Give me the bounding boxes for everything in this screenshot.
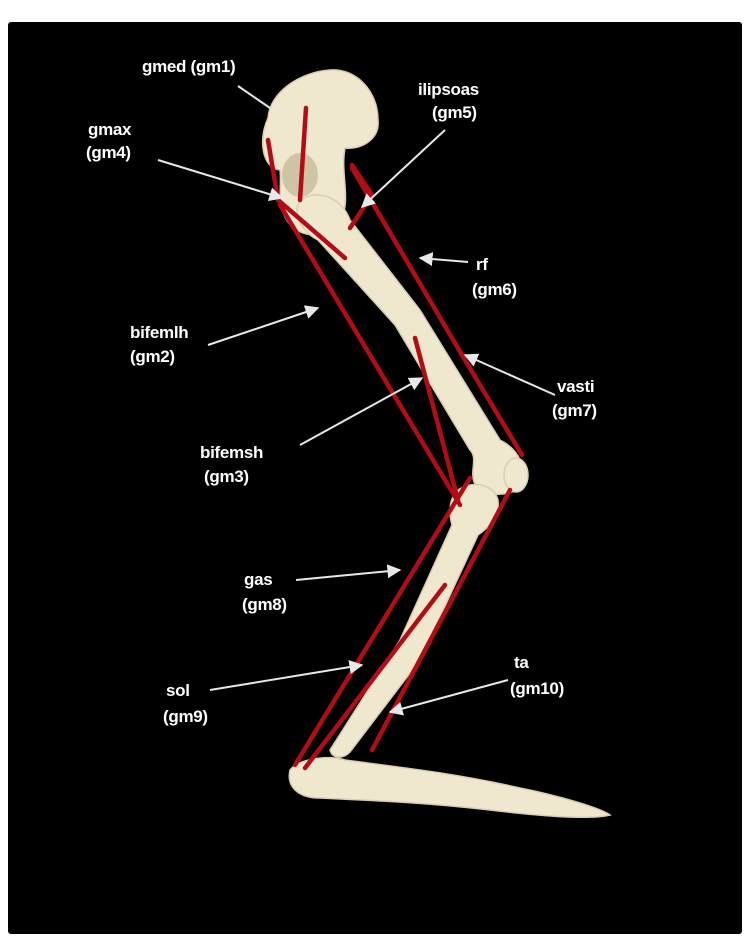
arrow-gas bbox=[296, 570, 400, 580]
arrow-rf bbox=[420, 258, 468, 262]
label-sol-name: sol bbox=[166, 681, 190, 700]
label-gmed: gmed (gm1) bbox=[142, 57, 235, 76]
arrow-bifemlh bbox=[208, 308, 318, 345]
label-vasti-name: vasti bbox=[557, 377, 594, 396]
label-gas-code: (gm8) bbox=[242, 595, 287, 614]
label-gmax-code: (gm4) bbox=[86, 143, 131, 162]
femur-bone bbox=[297, 195, 523, 494]
patella-bone bbox=[504, 458, 528, 492]
label-bifemsh-code: (gm3) bbox=[204, 467, 249, 486]
label-ta-code: (gm10) bbox=[510, 679, 564, 698]
label-bifemsh-name: bifemsh bbox=[200, 443, 263, 462]
label-iliopsoas-name: ilipsoas bbox=[418, 80, 479, 99]
arrow-vasti bbox=[465, 355, 555, 395]
arrow-iliopsoas bbox=[362, 130, 445, 207]
label-vasti-code: (gm7) bbox=[552, 401, 597, 420]
label-rf-code: (gm6) bbox=[472, 280, 517, 299]
label-rf-name: rf bbox=[476, 255, 488, 274]
label-gas-name: gas bbox=[244, 570, 272, 589]
label-bifemlh-code: (gm2) bbox=[130, 347, 175, 366]
tibia-bone bbox=[330, 485, 498, 758]
label-bifemlh-name: bifemlh bbox=[130, 323, 188, 342]
label-ta-name: ta bbox=[514, 653, 529, 672]
label-iliopsoas-code: (gm5) bbox=[432, 103, 477, 122]
label-sol-code: (gm9) bbox=[163, 707, 208, 726]
foot-bone bbox=[289, 758, 610, 818]
muscle-gas bbox=[295, 478, 470, 765]
label-gmax-name: gmax bbox=[88, 120, 132, 139]
arrow-gmed bbox=[238, 86, 270, 108]
skeleton bbox=[263, 70, 610, 817]
arrow-sol bbox=[210, 665, 362, 690]
arrow-gmax bbox=[158, 160, 282, 198]
